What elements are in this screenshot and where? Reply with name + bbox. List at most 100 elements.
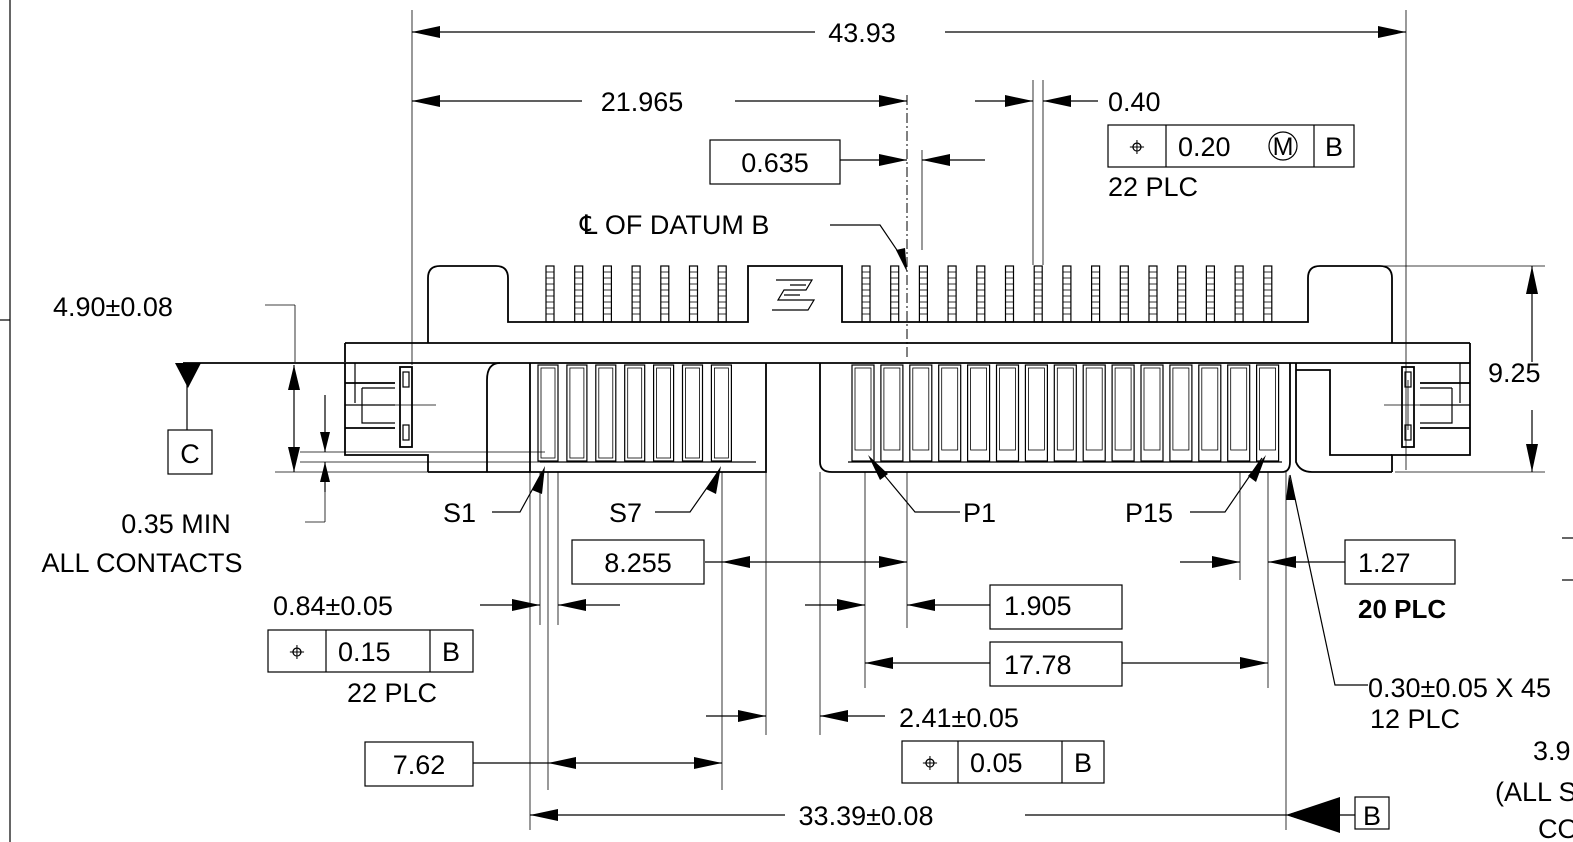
fcf-top-symbol: ⌖ <box>1129 132 1144 162</box>
power-contact <box>999 367 1016 451</box>
right-ear <box>1391 343 1471 472</box>
tail-pin <box>717 265 727 323</box>
fcf-key-tolerance: 0.05 <box>970 748 1023 778</box>
box-1905 <box>989 584 1123 630</box>
power-contact <box>1172 367 1190 451</box>
arrow <box>512 599 540 611</box>
left-latch <box>399 366 413 448</box>
power-contact-slot <box>995 364 1020 462</box>
arrow <box>1212 556 1240 568</box>
dim-pitch-count: 20 PLC <box>1358 594 1446 624</box>
arrow <box>694 757 722 769</box>
label-p15: P15 <box>1125 498 1173 528</box>
power-contact <box>854 367 872 451</box>
power-contact-slot <box>1169 364 1193 462</box>
power-contact-slot <box>1198 364 1222 462</box>
dim-datum-b-span: 33.39±0.08 <box>799 801 934 831</box>
dim-partial-note-2: CO <box>1538 814 1573 842</box>
arrow <box>412 26 440 38</box>
dim-contact-depth-note: ALL CONTACTS <box>41 548 242 578</box>
signal-contact-slot <box>537 364 559 462</box>
tail-pin <box>861 265 871 323</box>
tail-pin <box>631 265 641 323</box>
fcf-signal-symbol: ⌖ <box>289 637 304 667</box>
mmc-modifier-circle <box>1268 131 1298 161</box>
power-contact-slot <box>938 364 962 462</box>
upper-housing <box>427 265 1393 323</box>
p1-leader <box>869 457 960 513</box>
power-contact <box>970 367 987 451</box>
tail-pin <box>660 265 670 323</box>
left-ear-detail <box>345 363 395 424</box>
fcf-key-datum: B <box>1074 748 1092 778</box>
dim-chamfer: 0.30±0.05 X 45 <box>1368 673 1551 703</box>
arrow <box>320 462 330 482</box>
centerline-label: ℄ OF DATUM B <box>579 210 769 240</box>
dimension-text: 43.93 21.965 0.40 0.635 ⌖ 0.20 M B 22 PL… <box>41 18 1573 842</box>
tail-pin <box>1004 265 1015 323</box>
power-contact-slot <box>1024 364 1049 462</box>
lower-right-edge <box>1295 363 1392 473</box>
datum-c-box <box>167 429 213 475</box>
tail-pin <box>1234 265 1244 323</box>
dim-offset: 0.635 <box>741 148 809 178</box>
tail-pin <box>1119 265 1129 323</box>
tail-pin <box>602 265 613 323</box>
arrow <box>865 657 893 669</box>
arrow <box>868 455 888 480</box>
box-1778 <box>989 641 1123 687</box>
contacts <box>537 265 1280 462</box>
right-ear-detail <box>1420 363 1470 424</box>
datum-c-label: C <box>180 439 200 469</box>
power-contact <box>912 367 930 451</box>
tail-pin <box>1033 265 1043 323</box>
tail-pin <box>1148 265 1158 323</box>
arrow <box>1240 657 1268 669</box>
tail-pin <box>976 265 986 323</box>
power-contact-slot <box>1140 364 1164 462</box>
arrow <box>320 432 330 452</box>
box-762 <box>364 741 474 787</box>
s7-leader <box>655 471 719 513</box>
right-latch <box>1401 366 1415 448</box>
lower-right-step <box>1296 369 1392 456</box>
fcf-signal-tolerance: 0.15 <box>338 637 391 667</box>
arrow <box>288 447 300 472</box>
power-contact-slot <box>851 364 875 462</box>
fcf-top-tolerance: 0.20 <box>1178 132 1231 162</box>
tail-pin <box>1090 265 1101 323</box>
power-contact <box>1230 367 1248 451</box>
arrow <box>879 154 907 166</box>
frames <box>167 124 1456 830</box>
tail-pin <box>1177 265 1187 323</box>
signal-segment <box>529 363 767 473</box>
arrow <box>548 757 576 769</box>
tail-pin <box>545 265 555 323</box>
power-contact <box>1114 367 1132 451</box>
arrow <box>1248 455 1266 482</box>
p15-leader <box>1190 457 1263 513</box>
dim-half-width: 21.965 <box>601 87 684 117</box>
fcf-signal-datum: B <box>442 637 460 667</box>
tail-pin <box>1062 265 1072 323</box>
signal-contact-slot <box>681 364 704 462</box>
arrow <box>1526 266 1538 294</box>
fcf-key-symbol: ⌖ <box>922 748 937 778</box>
power-contact <box>1201 367 1219 451</box>
dim-contact-width: 0.40 <box>1108 87 1161 117</box>
dim-partial: 3.9 <box>1533 736 1571 766</box>
tail-pin <box>574 265 584 323</box>
arrow <box>879 95 907 107</box>
dim-p1-offset: 1.905 <box>1004 591 1072 621</box>
label-s1: S1 <box>443 498 476 528</box>
arrow <box>558 599 586 611</box>
left-latch-tooth-2 <box>402 424 410 441</box>
lower-left-body <box>428 362 530 473</box>
arrow <box>896 248 907 272</box>
box-8255 <box>571 539 705 585</box>
power-contact <box>1028 367 1045 451</box>
left-latch-tooth-1 <box>402 371 410 388</box>
dim-signal-pitch: 8.255 <box>604 548 672 578</box>
signal-contact-slot <box>566 364 588 462</box>
